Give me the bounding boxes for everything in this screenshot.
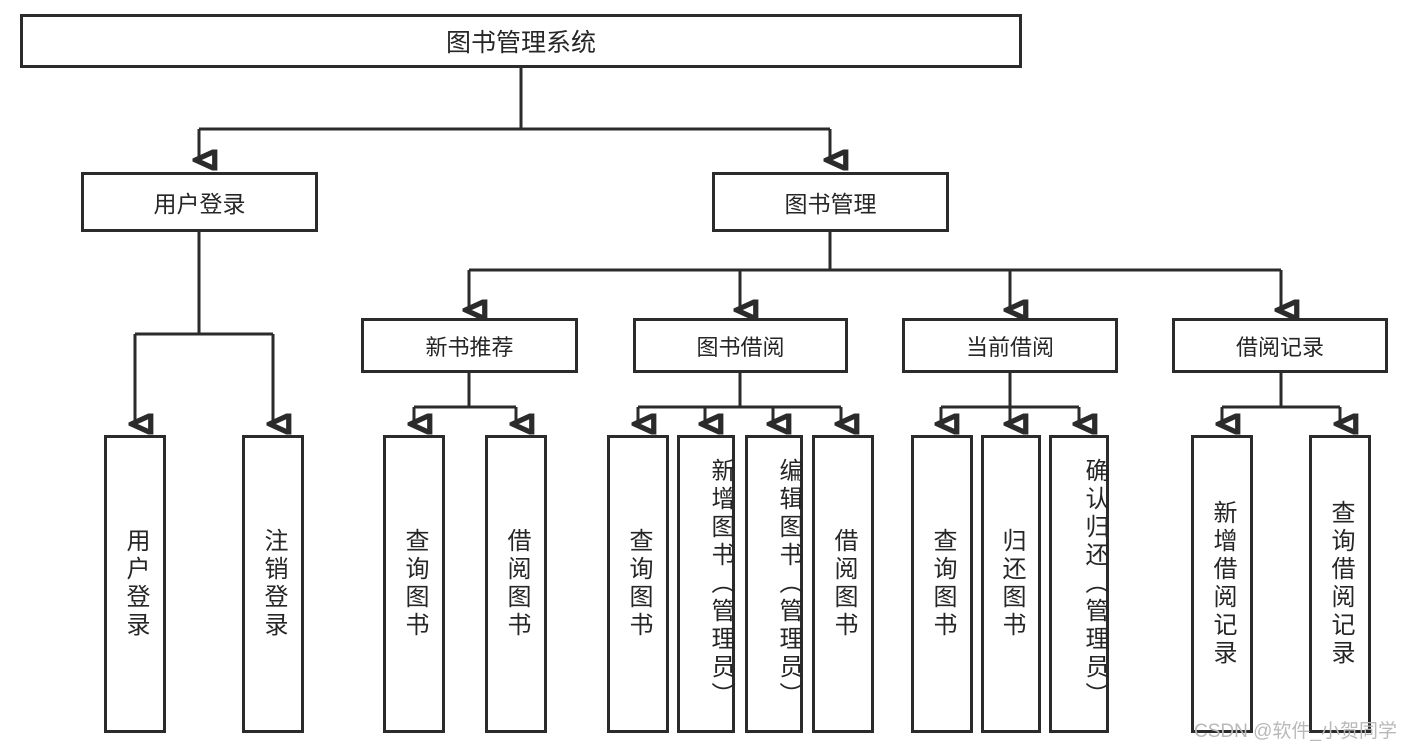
node-book-borrow[interactable]: 图书借阅 [633,318,848,373]
node-label: 借阅图书 [503,528,530,640]
node-label: 图书管理系统 [445,29,596,57]
node-label: 编辑图书（管理员） [775,458,802,710]
node-new-book-recommend[interactable]: 新书推荐 [361,318,578,373]
node-user-login[interactable]: 用户登录 [81,172,318,232]
node-label: 查询图书 [401,528,428,640]
node-borrow-record[interactable]: 借阅记录 [1172,318,1388,373]
node-label: 注销登录 [260,528,287,640]
node-leaf-borrow-book[interactable]: 借阅图书 [812,435,874,733]
node-label: 查询图书 [929,528,956,640]
node-label: 查询借阅记录 [1327,500,1354,668]
node-label: 新增图书（管理员） [707,458,734,710]
node-leaf-query-book-borrow[interactable]: 查询图书 [607,435,669,733]
node-label: 新增借阅记录 [1209,500,1236,668]
node-book-management[interactable]: 图书管理 [712,172,949,232]
node-label: 归还图书 [998,528,1025,640]
node-leaf-add-book-admin[interactable]: 新增图书（管理员） [677,435,735,733]
node-label: 确认归还（管理员） [1081,458,1108,710]
node-leaf-borrow-book-recommend[interactable]: 借阅图书 [485,435,547,733]
node-label: 用户登录 [122,528,149,640]
node-leaf-return-book[interactable]: 归还图书 [981,435,1041,733]
node-leaf-query-borrow-record[interactable]: 查询借阅记录 [1309,435,1371,733]
node-label: 当前借阅 [965,334,1054,360]
node-label: 借阅记录 [1235,334,1324,360]
node-label: 图书管理 [784,191,877,217]
node-current-borrow[interactable]: 当前借阅 [902,318,1118,373]
node-leaf-user-login[interactable]: 用户登录 [104,435,166,733]
node-label: 新书推荐 [425,334,514,360]
node-leaf-user-logout[interactable]: 注销登录 [242,435,304,733]
node-label: 图书借阅 [696,334,785,360]
node-label: 用户登录 [153,191,246,217]
node-label: 查询图书 [625,528,652,640]
node-leaf-confirm-return-admin[interactable]: 确认归还（管理员） [1049,435,1109,733]
node-leaf-query-book-current[interactable]: 查询图书 [911,435,973,733]
node-leaf-edit-book-admin[interactable]: 编辑图书（管理员） [745,435,803,733]
node-leaf-query-book-recommend[interactable]: 查询图书 [383,435,445,733]
node-root-system[interactable]: 图书管理系统 [20,14,1022,68]
node-label: 借阅图书 [830,528,857,640]
node-leaf-add-borrow-record[interactable]: 新增借阅记录 [1191,435,1253,733]
